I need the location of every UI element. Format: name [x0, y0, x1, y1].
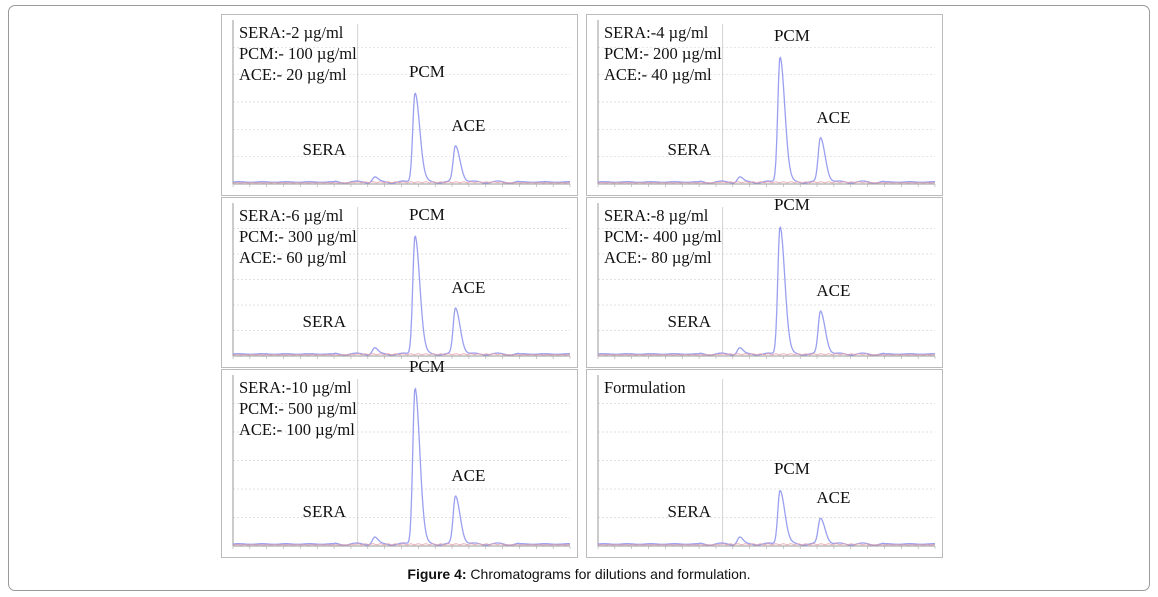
figure-frame — [8, 5, 1150, 591]
condition-label: SERA:-4 µg/ml — [604, 23, 709, 42]
caption-text: Chromatograms for dilutions and formulat… — [466, 566, 751, 582]
peak-label-ace: ACE — [816, 107, 851, 127]
condition-label: ACE:- 20 µg/ml — [239, 65, 347, 84]
baseline-trace — [597, 181, 935, 184]
baseline-trace — [232, 353, 570, 356]
peak-label-sera: SERA — [667, 140, 711, 159]
condition-label: ACE:- 80 µg/ml — [604, 248, 712, 267]
chromatogram-trace — [232, 387, 571, 546]
panel-frame — [221, 14, 578, 196]
chromatogram-trace — [597, 56, 936, 184]
peak-label-pcm: PCM — [773, 195, 810, 215]
baseline-trace — [232, 181, 570, 184]
panel-frame — [221, 369, 578, 558]
chromatogram-trace — [232, 235, 571, 356]
condition-label: SERA:-6 µg/ml — [239, 206, 344, 225]
condition-label: PCM:- 400 µg/ml — [604, 227, 722, 246]
chromatogram-trace — [597, 225, 936, 356]
condition-label: ACE:- 40 µg/ml — [604, 65, 712, 84]
condition-label: PCM:- 100 µg/ml — [239, 44, 357, 63]
peak-label-sera: SERA — [667, 312, 711, 331]
condition-label: SERA:-8 µg/ml — [604, 206, 709, 225]
peak-label-ace: ACE — [451, 466, 486, 486]
condition-label: ACE:- 100 µg/ml — [239, 420, 355, 439]
peak-label-sera: SERA — [302, 312, 346, 331]
condition-label: Formulation — [604, 378, 686, 397]
peak-label-sera: SERA — [302, 502, 346, 521]
peak-label-ace: ACE — [451, 115, 486, 135]
condition-label: PCM:- 500 µg/ml — [239, 399, 357, 418]
condition-label: SERA:-10 µg/ml — [239, 378, 352, 397]
condition-label: PCM:- 300 µg/ml — [239, 227, 357, 246]
peak-label-sera: SERA — [667, 502, 711, 521]
chromatogram-trace — [232, 92, 571, 184]
baseline-trace — [597, 353, 935, 356]
peak-label-ace: ACE — [816, 281, 851, 301]
panel-frame — [586, 369, 943, 558]
chromatogram-trace — [597, 489, 936, 546]
peak-label-pcm: PCM — [408, 204, 445, 224]
peak-label-sera: SERA — [302, 140, 346, 159]
peak-label-pcm: PCM — [408, 61, 445, 81]
peak-label-pcm: PCM — [773, 459, 810, 479]
panel-frame — [586, 197, 943, 368]
baseline-trace — [232, 543, 570, 546]
caption-label: Figure 4: — [407, 566, 467, 582]
panel-frame — [221, 197, 578, 368]
peak-label-pcm: PCM — [773, 25, 810, 45]
condition-label: ACE:- 60 µg/ml — [239, 248, 347, 267]
peak-label-pcm: PCM — [408, 356, 445, 376]
figure-caption: Figure 4: Chromatograms for dilutions an… — [0, 566, 1158, 582]
condition-label: PCM:- 200 µg/ml — [604, 44, 722, 63]
panel-frame — [586, 14, 943, 196]
peak-label-ace: ACE — [451, 278, 486, 298]
chromatogram-svg — [221, 14, 943, 558]
peak-label-ace: ACE — [816, 488, 851, 508]
condition-label: SERA:-2 µg/ml — [239, 23, 344, 42]
baseline-trace — [597, 543, 935, 546]
